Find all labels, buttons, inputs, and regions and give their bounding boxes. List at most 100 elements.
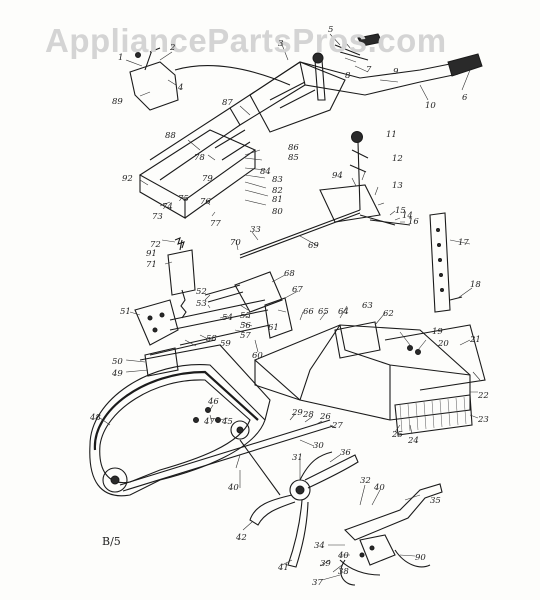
callout-78: 78 bbox=[194, 153, 205, 163]
callout-10: 10 bbox=[425, 101, 436, 111]
callout-7: 7 bbox=[366, 65, 372, 75]
callout-68: 68 bbox=[284, 269, 295, 279]
callout-14: 14 bbox=[402, 211, 413, 221]
callout-61: 61 bbox=[268, 323, 279, 333]
callout-64: 64 bbox=[338, 307, 349, 317]
callout-4: 4 bbox=[177, 83, 183, 93]
callout-13: 13 bbox=[392, 181, 403, 191]
callout-54: 54 bbox=[222, 313, 233, 323]
callout-91: 91 bbox=[146, 249, 157, 259]
callout-83: 83 bbox=[272, 175, 283, 185]
callout-84: 84 bbox=[260, 167, 271, 177]
callout-18: 18 bbox=[470, 280, 481, 290]
tine-assembly bbox=[249, 451, 443, 586]
callout-87: 87 bbox=[222, 98, 233, 108]
callout-23: 23 bbox=[477, 415, 489, 425]
callout-86: 86 bbox=[288, 143, 299, 153]
callout-56: 56 bbox=[240, 321, 251, 331]
callout-25: 25 bbox=[391, 430, 403, 440]
callout-1: 1 bbox=[118, 53, 123, 63]
tine-shield bbox=[253, 321, 486, 436]
figure-code: B/5 bbox=[102, 535, 121, 548]
callout-89: 89 bbox=[112, 97, 123, 107]
callout-70: 70 bbox=[230, 238, 241, 248]
callout-41: 41 bbox=[277, 563, 289, 573]
callout-11: 11 bbox=[386, 130, 397, 140]
callout-35: 35 bbox=[430, 496, 441, 506]
callout-92: 92 bbox=[122, 174, 133, 184]
callout-53: 53 bbox=[196, 299, 207, 309]
callout-45: 45 bbox=[221, 417, 233, 427]
callout-numbers: 1 2 3 4 5 6 7 8 9 10 11 12 13 14 15 16 1… bbox=[89, 25, 489, 588]
handle-assembly bbox=[129, 33, 483, 313]
callout-80: 80 bbox=[272, 207, 283, 217]
callout-63: 63 bbox=[362, 301, 373, 311]
callout-20: 20 bbox=[437, 339, 449, 349]
callout-2: 2 bbox=[169, 43, 175, 53]
callout-62: 62 bbox=[383, 309, 394, 319]
callout-72: 72 bbox=[150, 240, 161, 250]
callout-16: 16 bbox=[408, 217, 419, 227]
callout-90: 90 bbox=[415, 553, 426, 563]
callout-38: 38 bbox=[338, 567, 349, 577]
callout-75: 75 bbox=[178, 194, 189, 204]
leader-lines bbox=[99, 33, 481, 581]
callout-69: 69 bbox=[308, 241, 319, 251]
callout-65: 65 bbox=[318, 307, 329, 317]
callout-55: 55 bbox=[240, 311, 251, 321]
callout-59: 59 bbox=[220, 339, 231, 349]
callout-42: 42 bbox=[235, 533, 247, 543]
callout-8: 8 bbox=[345, 71, 351, 81]
callout-29: 29 bbox=[291, 408, 303, 418]
callout-73: 73 bbox=[152, 212, 163, 222]
callout-34: 34 bbox=[314, 541, 325, 551]
callout-49: 49 bbox=[111, 369, 123, 379]
callout-51: 51 bbox=[120, 307, 131, 317]
callout-67: 67 bbox=[292, 285, 303, 295]
callout-3: 3 bbox=[278, 39, 283, 49]
callout-39: 39 bbox=[320, 559, 331, 569]
linkage-assembly bbox=[134, 237, 293, 346]
callout-21: 21 bbox=[469, 335, 481, 345]
callout-40-lower: 40 bbox=[337, 551, 349, 561]
callout-77: 77 bbox=[210, 219, 221, 229]
callout-94: 94 bbox=[332, 171, 343, 181]
callout-26: 26 bbox=[319, 412, 331, 422]
callout-28: 28 bbox=[302, 410, 314, 420]
callout-6: 6 bbox=[462, 93, 468, 103]
callout-32: 32 bbox=[360, 476, 371, 486]
callout-50: 50 bbox=[112, 357, 123, 367]
callout-22: 22 bbox=[477, 391, 489, 401]
callout-71: 71 bbox=[146, 260, 157, 270]
callout-15: 15 bbox=[395, 206, 406, 216]
callout-40-left: 40 bbox=[227, 483, 239, 493]
callout-66: 66 bbox=[303, 307, 314, 317]
callout-82: 82 bbox=[272, 186, 283, 196]
callout-58: 58 bbox=[206, 334, 217, 344]
callout-40-right: 40 bbox=[373, 483, 385, 493]
callout-17: 17 bbox=[458, 238, 469, 248]
callout-36: 36 bbox=[340, 448, 351, 458]
callout-81: 81 bbox=[272, 195, 283, 205]
callout-52: 52 bbox=[196, 287, 207, 297]
callout-79: 79 bbox=[202, 174, 213, 184]
watermark-text: AppliancePartsPros.com bbox=[45, 22, 447, 59]
callout-27: 27 bbox=[331, 421, 343, 431]
callout-31: 31 bbox=[292, 453, 303, 463]
callout-85: 85 bbox=[288, 153, 299, 163]
callout-30: 30 bbox=[313, 441, 324, 451]
callout-47: 47 bbox=[203, 417, 215, 427]
callout-74: 74 bbox=[162, 202, 173, 212]
callout-37: 37 bbox=[312, 578, 323, 588]
callout-24: 24 bbox=[407, 436, 419, 446]
callout-33: 33 bbox=[250, 225, 261, 235]
callout-19: 19 bbox=[432, 327, 443, 337]
callout-9: 9 bbox=[393, 67, 399, 77]
callout-60: 60 bbox=[252, 351, 263, 361]
callout-88: 88 bbox=[165, 131, 176, 141]
callout-5: 5 bbox=[328, 25, 333, 35]
callout-46: 46 bbox=[207, 397, 219, 407]
handle-grip bbox=[447, 53, 483, 77]
